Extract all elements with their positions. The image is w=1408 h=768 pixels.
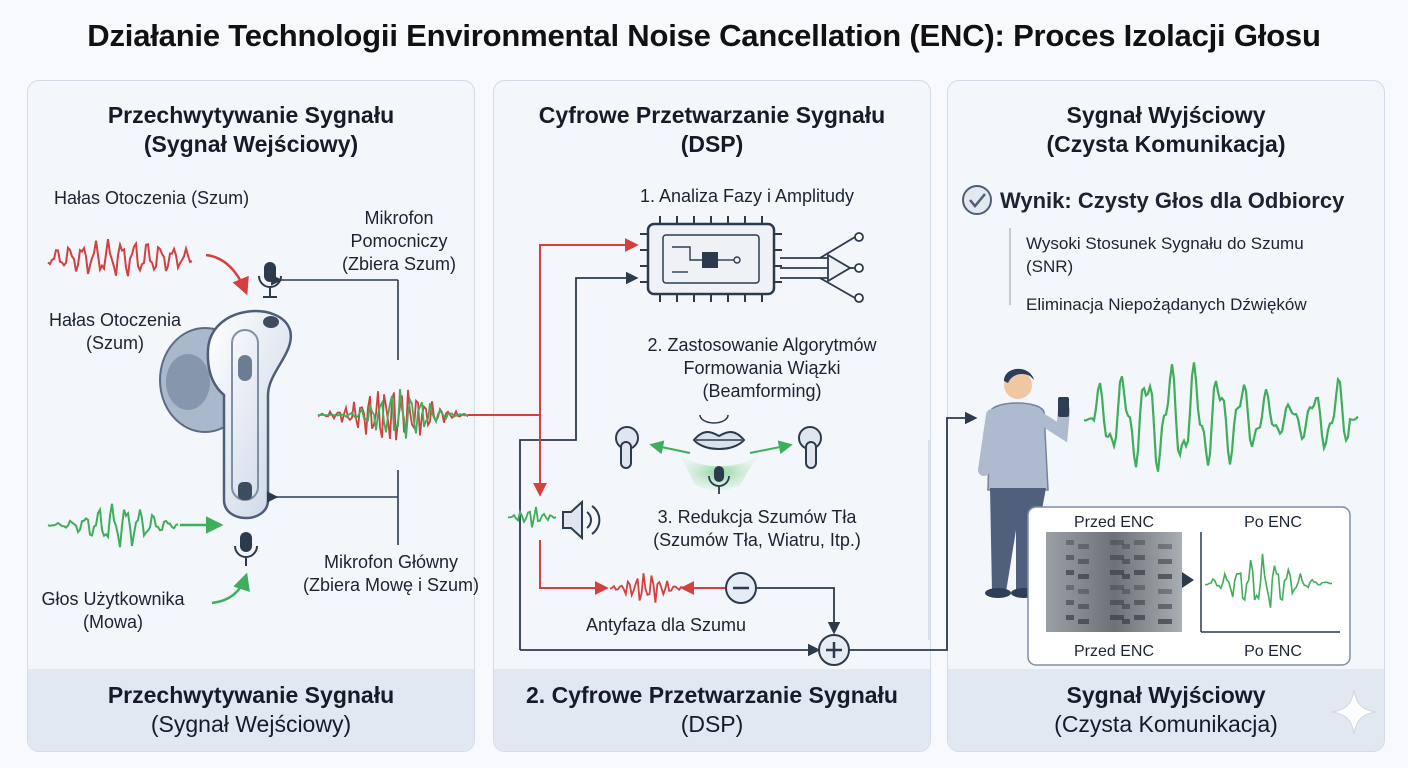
plus-icon — [818, 634, 850, 666]
user-voice-label-line2: (Mowa) — [82, 612, 143, 632]
noise-path-to-antiphase — [539, 540, 609, 595]
microphone-icon — [258, 262, 282, 298]
panel3-heading-line2: (Czysta Komunikacja) — [1046, 131, 1286, 157]
panel3-footer: Sygnał Wyjściowy (Czysta Komunikacja) — [948, 669, 1384, 751]
before-enc-label-top: Przed ENC — [1073, 514, 1155, 531]
before-after-arrow — [1182, 572, 1194, 588]
after-enc-label-top: Po ENC — [1244, 514, 1302, 531]
bullet-elimination: Eliminacja Niepożądanych Dźwięków — [1026, 295, 1307, 314]
after-enc-label-bottom: Po ENC — [1244, 643, 1302, 660]
check-circle-icon — [962, 185, 992, 215]
before-after-box — [1027, 506, 1351, 666]
noise-arrow — [205, 253, 249, 296]
main-mic-label: Mikrofon Główny (Zbiera Mowę i Szum) — [293, 551, 489, 597]
chip-output-branches — [780, 232, 864, 303]
aux-mic-label-line2: Pomocniczy — [350, 231, 448, 251]
antiphase-label: Antyfaza dla Szumu — [585, 615, 747, 635]
panel1-heading-line2: (Sygnał Wejściowy) — [143, 131, 359, 157]
lips-icon — [692, 431, 746, 450]
panel2-heading-line2: (DSP) — [680, 131, 744, 157]
chip-icon — [640, 216, 782, 302]
panel2-heading: Cyfrowe Przetwarzanie Sygnału (DSP) — [494, 101, 930, 159]
result-label: Wynik: Czysty Głos dla Odbiorcy — [1000, 188, 1345, 213]
panel1-footer-line2: (Sygnał Wejściowy) — [150, 711, 352, 737]
panel3-footer-line1: Sygnał Wyjściowy — [1066, 682, 1266, 708]
panel2-footer-line2: (DSP) — [680, 711, 744, 737]
noise-path-to-chip — [468, 238, 639, 416]
small-voice-wave — [507, 506, 557, 528]
before-spectrogram-streaks — [1066, 540, 1172, 624]
main-mic-label-line1: Mikrofon Główny — [323, 552, 459, 572]
mixed-wave — [317, 389, 469, 441]
user-voice-label: Głos Użytkownika (Mowa) — [40, 588, 186, 634]
before-enc-label-bottom: Przed ENC — [1073, 643, 1155, 660]
panel1-heading: Przechwytywanie Sygnału (Sygnał Wejściow… — [28, 101, 474, 159]
aux-mic-label-line1: Mikrofon — [364, 208, 434, 228]
step2-label-line1: 2. Zastosowanie Algorytmów — [647, 335, 877, 355]
voice-wave — [47, 503, 179, 548]
step2-label: 2. Zastosowanie Algorytmów Formowania Wi… — [612, 334, 912, 403]
ambient-noise-label-top: Hałas Otoczenia (Szum) — [54, 188, 250, 208]
earbud-icon — [615, 426, 639, 469]
panel3-footer-line2: (Czysta Komunikacja) — [1054, 711, 1278, 737]
ambient-noise-label: Hałas Otoczenia (Szum) — [40, 309, 190, 355]
voice-path-to-chip — [519, 271, 639, 650]
step3-label: 3. Redukcja Szumów Tła (Szumów Tła, Wiat… — [612, 506, 902, 552]
panel1-footer-line1: Przechwytywanie Sygnału — [107, 682, 395, 708]
minus-icon — [725, 572, 757, 604]
main-mic-label-line2: (Zbiera Mowę i Szum) — [302, 575, 480, 595]
after-waveform — [1204, 553, 1333, 608]
sparkle-icon — [1331, 689, 1377, 735]
noise-wave-top — [47, 238, 193, 277]
earbud-icon — [798, 426, 822, 469]
panel3-heading: Sygnał Wyjściowy (Czysta Komunikacja) — [948, 101, 1384, 159]
microphone-icon — [234, 532, 258, 566]
bullet-snr: Wysoki Stosunek Sygnału do Szumu (SNR) — [1026, 232, 1304, 278]
earbud-icon — [159, 309, 293, 520]
minus-to-sum-arrow — [756, 587, 841, 635]
bullet-snr-line2: (SNR) — [1026, 257, 1074, 276]
step3-label-line1: 3. Redukcja Szumów Tła — [657, 507, 857, 527]
bullet-snr-line1: Wysoki Stosunek Sygnału do Szumu — [1026, 234, 1304, 253]
microphone-icon — [708, 466, 730, 494]
step2-label-line2: Formowania Wiązki — [683, 358, 841, 378]
step3-label-line2: (Szumów Tła, Wiatru, Itp.) — [653, 530, 861, 550]
panel2-footer-line1: 2. Cyfrowe Przetwarzanie Sygnału — [526, 682, 898, 708]
voice-to-mic-arrow — [211, 572, 250, 605]
beamforming-illustration — [615, 414, 822, 494]
panel2-heading-line1: Cyfrowe Przetwarzanie Sygnału — [538, 102, 886, 128]
page-title: Działanie Technologii Environmental Nois… — [87, 18, 1321, 53]
panel3-heading-line1: Sygnał Wyjściowy — [1066, 102, 1266, 128]
panel2-footer: 2. Cyfrowe Przetwarzanie Sygnału (DSP) — [494, 669, 930, 751]
panel1-heading-line1: Przechwytywanie Sygnału — [107, 102, 395, 128]
speaker-icon — [562, 499, 601, 541]
step1-label: 1. Analiza Fazy i Amplitudy — [639, 186, 855, 206]
aux-mic-label-line3: (Zbiera Szum) — [341, 254, 457, 274]
aux-mic-label: Mikrofon Pomocniczy (Zbiera Szum) — [327, 207, 471, 276]
ambient-noise-label-line2: (Szum) — [86, 333, 144, 353]
antiphase-wave — [609, 573, 684, 603]
sum-to-output-arrow — [849, 411, 978, 651]
user-voice-label-line1: Głos Użytkownika — [41, 589, 185, 609]
panel-dsp: Cyfrowe Przetwarzanie Sygnału (DSP) 2. C… — [493, 80, 931, 752]
ambient-noise-label-line1: Hałas Otoczenia — [48, 310, 182, 330]
panel1-footer: Przechwytywanie Sygnału (Sygnał Wejściow… — [28, 669, 474, 751]
step2-label-line3: (Beamforming) — [702, 381, 822, 401]
clean-voice-wave — [1083, 362, 1359, 472]
